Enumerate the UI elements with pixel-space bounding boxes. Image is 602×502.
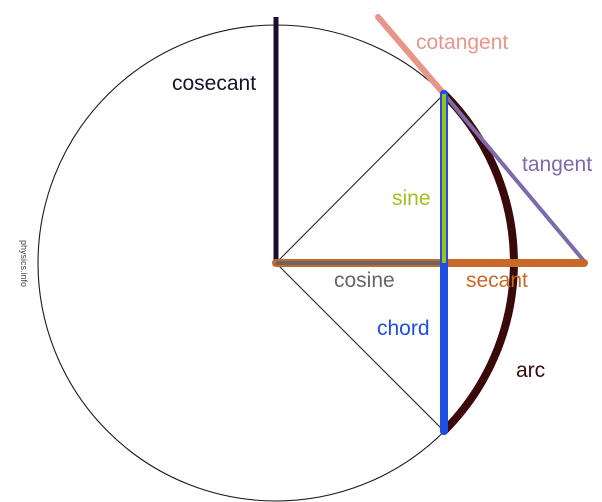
sine-label: sine bbox=[392, 187, 431, 210]
chord-label: chord bbox=[377, 317, 430, 340]
cosine-label: cosine bbox=[334, 269, 395, 292]
arc-label: arc bbox=[516, 359, 545, 382]
watermark-text: physics.info bbox=[19, 240, 29, 287]
cotangent-label: cotangent bbox=[416, 31, 508, 54]
cotangent-line bbox=[375, 14, 447, 97]
radius-upper bbox=[275, 93, 445, 264]
secant-label: secant bbox=[466, 269, 528, 292]
tangent-line bbox=[442, 92, 586, 263]
tangent-label: tangent bbox=[522, 153, 592, 176]
radius-lower bbox=[275, 262, 445, 432]
cosecant-label: cosecant bbox=[172, 72, 256, 95]
